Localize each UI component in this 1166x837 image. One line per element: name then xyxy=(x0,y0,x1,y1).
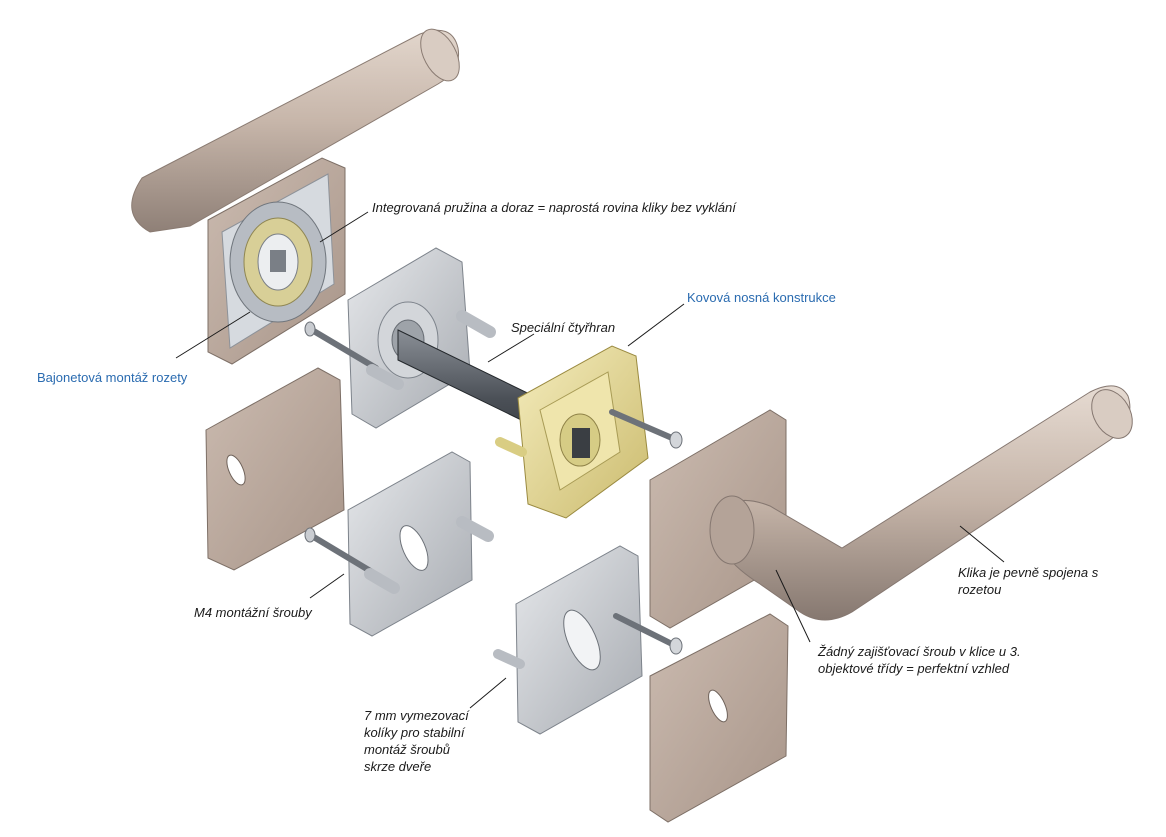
pin-top-right xyxy=(366,310,496,390)
leader-spindle xyxy=(487,333,535,363)
leader-m4 xyxy=(309,573,345,599)
left-key-rose xyxy=(205,367,345,571)
leader-metal-frame xyxy=(627,303,685,347)
label-metal-frame: Kovová nosná konstrukce xyxy=(687,290,836,305)
label-handle-fixed: Klika je pevně spojena s rozetou xyxy=(958,565,1099,597)
screw-left-upper xyxy=(304,321,379,371)
right-handle xyxy=(709,385,1133,621)
bottom-right-key-rose xyxy=(649,613,789,823)
leader-pins xyxy=(469,677,507,709)
leader-spring xyxy=(319,211,369,243)
label-no-locking-screw: Žádný zajišťovací šroub v klice u 3. obj… xyxy=(818,644,1021,676)
pin-brass-left xyxy=(495,437,527,457)
zinc-key-plate-lower xyxy=(347,451,473,637)
brass-carrier-frame xyxy=(517,345,649,519)
label-integrated-spring: Integrovaná pružina a doraz = naprostá r… xyxy=(372,200,736,215)
screw-right-upper xyxy=(609,409,683,449)
leader-handle-fixed xyxy=(959,525,1005,563)
top-left-handle xyxy=(131,28,460,233)
zinc-key-plate-right xyxy=(493,545,683,735)
label-spacer-pins: 7 mm vymezovací kolíky pro stabilní mont… xyxy=(364,708,469,774)
screw-left-lower xyxy=(304,516,494,594)
label-m4-screws: M4 montážní šrouby xyxy=(194,605,312,620)
top-left-rose xyxy=(207,157,346,365)
label-square-spindle: Speciální čtyřhran xyxy=(511,320,616,335)
leader-bayonet xyxy=(175,311,251,359)
leader-no-screw xyxy=(775,569,811,643)
label-bayonet-mount: Bajonetová montáž rozety xyxy=(37,370,188,385)
leader-lines xyxy=(175,211,1005,709)
